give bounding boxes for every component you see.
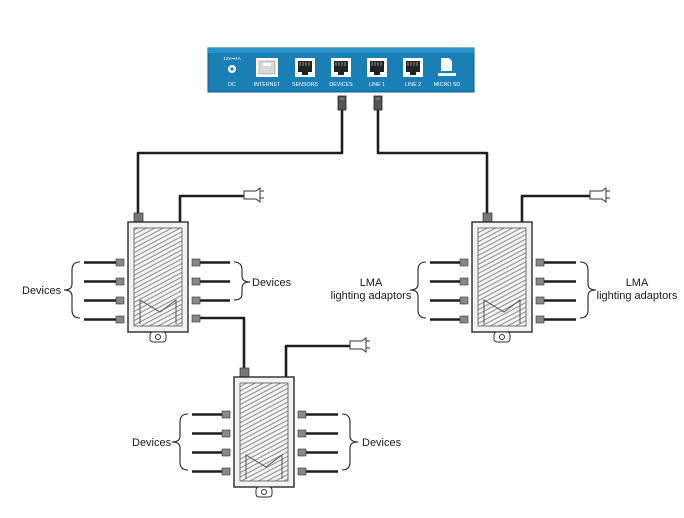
dc-port-label: DC [228, 82, 236, 88]
internet-port[interactable]: INTERNET [254, 58, 281, 88]
brace-hub3-right [341, 413, 359, 471]
rj-port-icon [331, 58, 351, 77]
devices-label-hub3-left: Devices [132, 437, 172, 449]
cable-line1-to-hub2 [376, 110, 489, 215]
brace-hub1-right [233, 261, 251, 301]
cable-hub1-power [178, 194, 244, 222]
brace-hub2-left [409, 261, 427, 319]
power-plug-icon [589, 187, 610, 203]
rj-connector-icon [373, 95, 383, 111]
line2-port[interactable]: LINE 2 [403, 58, 423, 88]
rj-port-icon [295, 58, 315, 77]
line2-port-label: LINE 2 [405, 82, 421, 88]
cable-devices-to-hub1 [136, 110, 344, 215]
devices-port-label: DEVICES [329, 82, 353, 88]
devices-label-hub3-right: Devices [362, 437, 402, 449]
lma-label-left-line1: LMA [360, 277, 383, 289]
sensors-port-label: SENSORS [292, 82, 318, 88]
rj-connector-icon [337, 95, 347, 111]
ethernet-port-icon [256, 58, 278, 77]
sensors-port[interactable]: SENSORS [292, 58, 318, 88]
line1-port[interactable]: LINE 1 [367, 58, 387, 88]
rj-port-icon [367, 58, 387, 77]
rj-port-icon [403, 58, 423, 77]
device-hub-icon [192, 367, 338, 498]
sd-card-slot-icon [438, 58, 456, 76]
devices-label-hub1-left: Devices [22, 285, 62, 297]
brace-hub1-left [63, 261, 81, 319]
lma-label-right-line2: lighting adaptors [597, 290, 678, 302]
dc-port[interactable]: 12V⎓1A DC [223, 56, 241, 88]
dc-power-jack-icon [228, 65, 236, 73]
dc-rating-label: 12V⎓1A [223, 56, 241, 61]
internet-port-label: INTERNET [254, 82, 281, 88]
devices-label-hub1-right: Devices [252, 277, 292, 289]
power-plug-icon [243, 187, 264, 203]
controller-highlight [208, 48, 474, 53]
microsd-slot[interactable]: MICRO SD [434, 58, 461, 88]
power-plug-icon [349, 337, 370, 353]
brace-hub3-left [171, 413, 189, 471]
cable-hub1-to-hub3 [196, 316, 246, 368]
microsd-slot-label: MICRO SD [434, 82, 461, 88]
controller-panel: 12V⎓1A DC INTERNET [207, 47, 475, 93]
device-hub-icon [430, 212, 576, 343]
device-hub-icon [84, 212, 230, 343]
lma-label-left-line2: lighting adaptors [331, 290, 412, 302]
brace-hub2-right [579, 261, 597, 319]
cable-hub2-power [520, 194, 590, 222]
line1-port-label: LINE 1 [369, 82, 385, 88]
devices-port[interactable]: DEVICES [329, 58, 353, 88]
lma-label-right-line1: LMA [626, 277, 649, 289]
cables [136, 110, 590, 378]
cable-hub3-power [284, 344, 350, 378]
